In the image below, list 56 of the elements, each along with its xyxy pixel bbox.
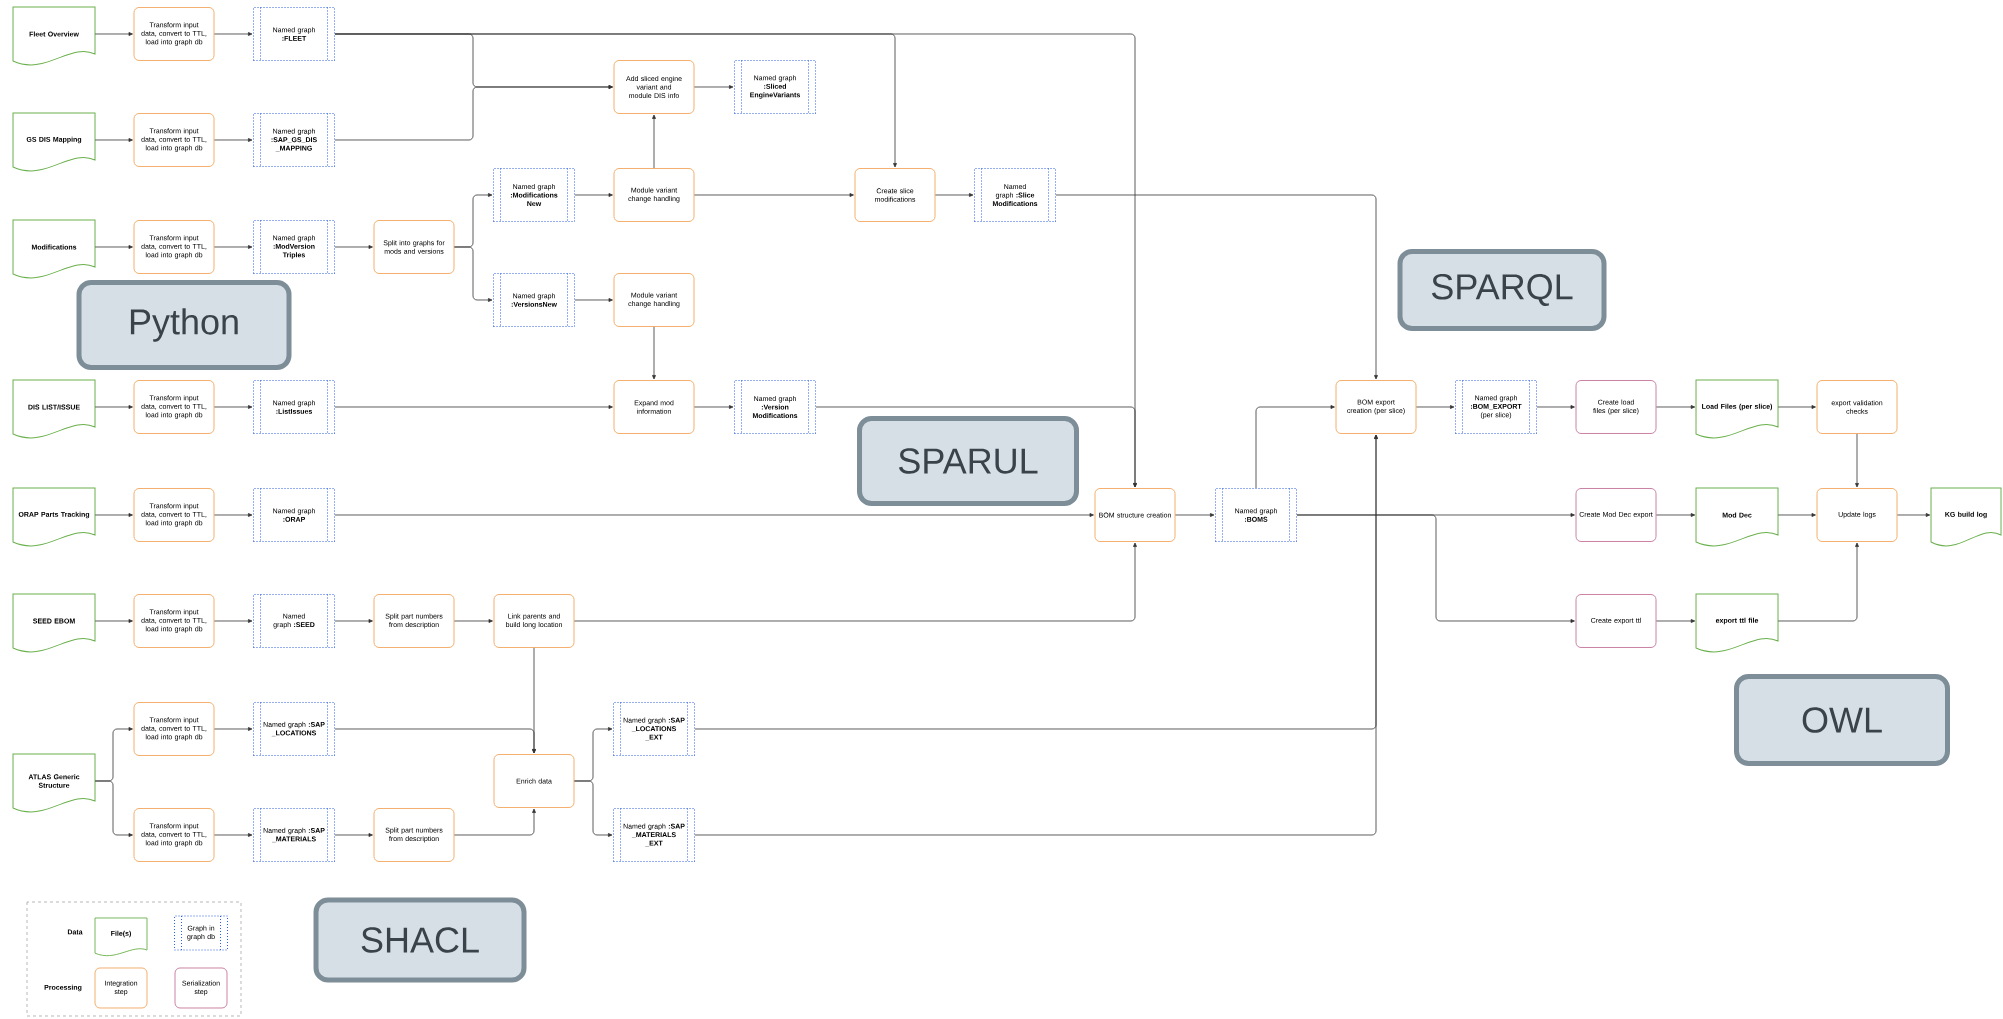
arrow (94, 780, 133, 837)
arrow (334, 728, 536, 754)
arrow (935, 193, 974, 197)
arrow (574, 298, 613, 302)
arrow (454, 619, 493, 623)
language-badge: SHACL (313, 897, 527, 983)
arrow (1897, 513, 1931, 517)
arrow (694, 85, 734, 89)
arrow (454, 246, 493, 302)
arrow (1777, 542, 1859, 622)
arrow (574, 542, 1137, 622)
arrow (1777, 405, 1816, 409)
arrow (214, 405, 253, 409)
arrow (574, 193, 613, 197)
arrow (1416, 405, 1455, 409)
arrow (334, 85, 613, 141)
arrow (694, 405, 734, 409)
arrow (1255, 405, 1335, 489)
arrow (334, 513, 1094, 517)
language-badge: SPARUL (857, 416, 1079, 506)
arrow (652, 114, 656, 169)
arrow (1296, 514, 1575, 623)
language-badge: SPARQL (1397, 249, 1607, 331)
arrow (334, 619, 373, 623)
language-badge: OWL (1734, 674, 1950, 766)
arrow (94, 405, 133, 409)
language-badge: Python (76, 280, 292, 370)
arrow (694, 434, 1378, 836)
arrow (214, 727, 253, 731)
arrow (1777, 513, 1816, 517)
arrow (1656, 619, 1696, 623)
arrow (214, 833, 253, 837)
arrow (1656, 513, 1696, 517)
arrow (214, 138, 253, 142)
arrow (94, 245, 133, 249)
arrow (94, 32, 133, 36)
arrow (1175, 513, 1215, 517)
arrow (652, 326, 656, 380)
arrow (94, 138, 133, 142)
arrow (694, 193, 854, 197)
arrow (334, 245, 373, 249)
arrow (94, 513, 133, 517)
arrow (1536, 405, 1575, 409)
arrow (214, 245, 253, 249)
arrow (1855, 433, 1859, 488)
arrow (1055, 194, 1378, 380)
arrow (1656, 405, 1696, 409)
arrow (334, 405, 613, 409)
arrow (214, 513, 253, 517)
arrow (214, 32, 253, 36)
arrow (94, 619, 133, 623)
arrow (214, 619, 253, 623)
arrow (815, 406, 1137, 488)
arrow (334, 833, 373, 837)
arrow (454, 808, 536, 836)
arrow (574, 780, 613, 837)
